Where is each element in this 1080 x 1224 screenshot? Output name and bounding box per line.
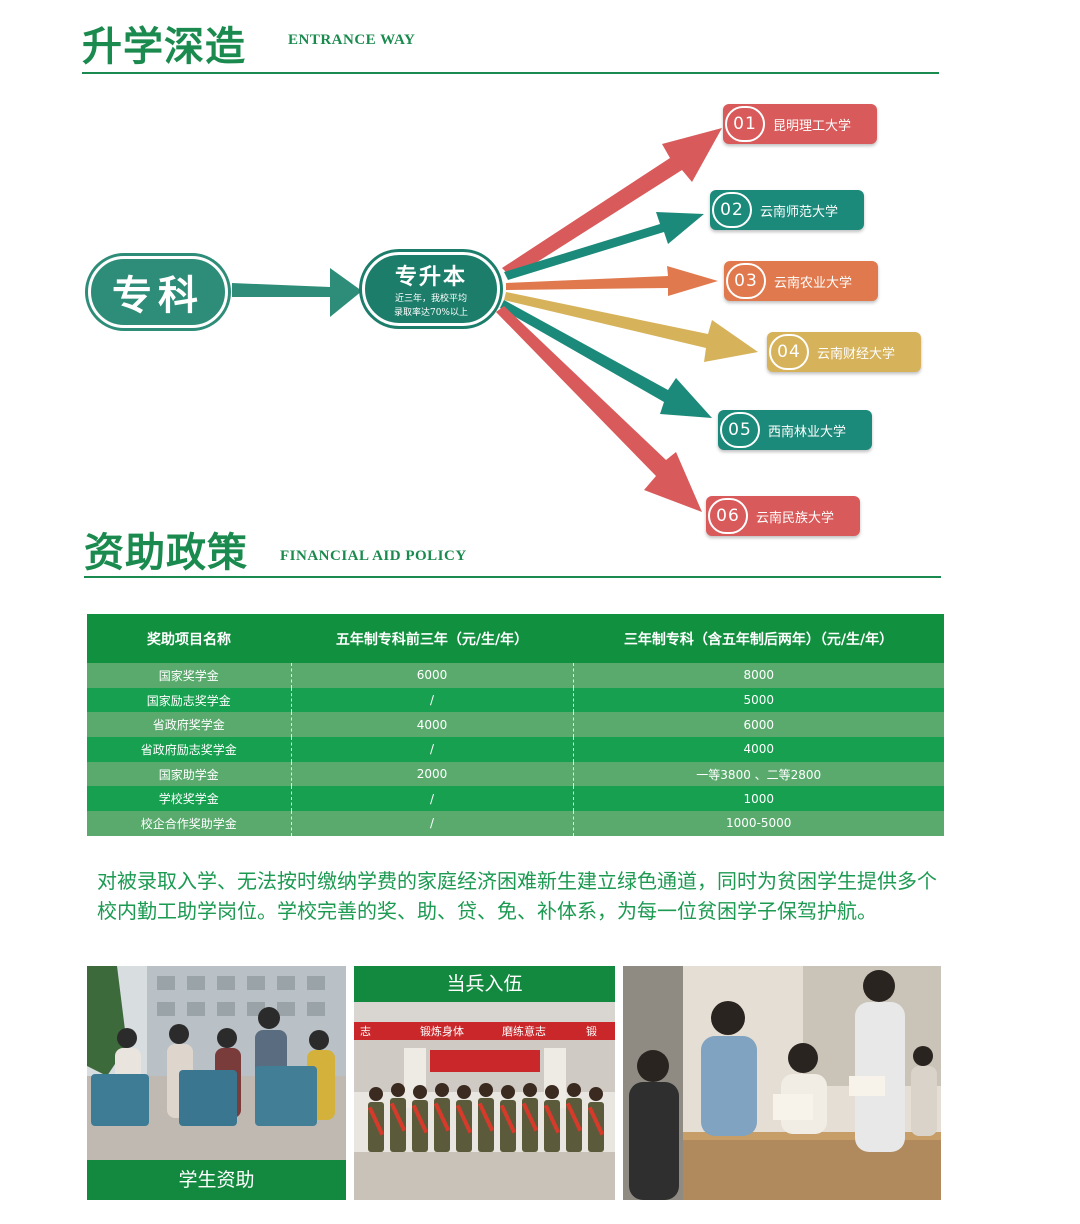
university-number: 06 [708,498,748,534]
student-aid-illustration [87,966,346,1200]
section-title-aid: 资助政策 [84,529,248,576]
table-row: 校企合作奖助学金 / 1000-5000 [87,811,944,836]
university-number: 04 [769,334,809,370]
university-02: 02 云南师范大学 [710,190,864,230]
section-subtitle-aid: FINANCIAL AID POLICY [280,548,467,564]
section-rule-entrance [82,72,939,74]
table-header-row: 奖助项目名称 五年制专科前三年（元/生/年） 三年制专科（含五年制后两年）（元/… [87,614,944,663]
table-header-cell: 三年制专科（含五年制后两年）（元/生/年） [573,614,944,663]
table-cell: / [290,687,573,713]
aid-paragraph: 对被录取入学、无法按时缴纳学费的家庭经济困难新生建立绿色通道，同时为贫困学生提供… [97,869,937,923]
table-row: 国家励志奖学金 / 5000 [87,687,944,713]
table-cell: / [290,811,573,836]
table-header-cell: 奖助项目名称 [87,614,291,663]
university-01: 01 昆明理工大学 [723,104,877,144]
study-illustration [623,966,941,1200]
university-number: 03 [726,263,766,299]
table-cell: 1000 [572,786,944,812]
photo-enlistment: 当兵入伍 志 锻炼身体 磨练意志 锻 [354,966,615,1200]
university-number: 01 [725,106,765,142]
photo-student-aid: 学生资助 [87,966,346,1200]
table-header-cell: 五年制专科前三年（元/生/年） [291,614,573,663]
university-06: 06 云南民族大学 [706,496,860,536]
arrow-04 [504,292,758,362]
university-name: 云南民族大学 [756,510,835,526]
table-cell: 国家奖学金 [87,663,291,688]
section-subtitle-entrance: ENTRANCE WAY [288,32,416,48]
university-05: 05 西南林业大学 [718,410,872,450]
section-rule-aid [84,576,941,578]
banner-word: 磨练意志 [502,1024,546,1038]
table-row: 省政府励志奖学金 / 4000 [87,737,944,762]
table-cell: / [290,786,573,812]
photo-study [623,966,941,1200]
university-name: 云南财经大学 [817,346,896,362]
arrow-start [232,268,362,317]
table-cell: 6000 [572,712,944,738]
table-row: 国家奖学金 6000 8000 [87,663,944,688]
upgrade-note-line1: 近三年，我校平均 [394,294,467,304]
banner-word: 锻 [586,1024,597,1038]
junior-college-node: 专科 [88,256,228,328]
table-row: 省政府奖学金 4000 6000 [87,712,944,738]
flow-arrows [232,128,758,512]
university-name: 云南农业大学 [774,275,853,291]
aid-table: 奖助项目名称 五年制专科前三年（元/生/年） 三年制专科（含五年制后两年）（元/… [87,614,944,836]
table-cell: 校企合作奖助学金 [87,811,291,836]
university-03: 03 云南农业大学 [724,261,878,301]
upgrade-node: 专升本 近三年，我校平均 录取率达70%以上 [362,252,500,326]
table-cell: 国家励志奖学金 [87,687,291,713]
photo-caption-student-aid: 学生资助 [87,1160,346,1200]
table-cell: 6000 [290,663,573,688]
arrow-03 [506,266,718,296]
upgrade-note-line2: 录取率达70%以上 [393,308,468,318]
table-cell: 2000 [290,761,573,787]
table-cell: 省政府奖学金 [87,712,291,738]
arrow-05 [500,300,712,418]
table-row: 国家助学金 2000 一等3800 、二等2800 [87,761,944,787]
banner-word: 锻炼身体 [420,1024,464,1038]
banner-word: 志 [360,1025,371,1038]
upgrade-title: 专升本 [394,264,467,290]
table-cell: 学校奖学金 [87,786,291,812]
table-cell: 1000-5000 [572,811,944,836]
table-row: 学校奖学金 / 1000 [87,786,944,812]
arrow-06 [496,306,702,512]
table-cell: 一等3800 、二等2800 [572,761,944,787]
table-cell: 省政府励志奖学金 [87,737,291,762]
photo-caption-enlistment: 当兵入伍 [354,966,615,1002]
university-name: 西南林业大学 [768,424,847,440]
table-cell: 8000 [572,663,944,688]
university-number: 02 [712,192,752,228]
arrow-02 [504,212,704,280]
university-number: 05 [720,412,760,448]
table-cell: 5000 [572,687,944,713]
table-cell: 4000 [572,737,944,762]
enlistment-illustration: 志 锻炼身体 磨练意志 锻 [354,1002,615,1200]
university-04: 04 云南财经大学 [767,332,921,372]
university-name: 昆明理工大学 [773,118,852,134]
table-cell: / [290,737,573,762]
university-name: 云南师范大学 [760,204,839,220]
table-cell: 国家助学金 [87,761,291,787]
arrow-01 [502,128,722,278]
table-cell: 4000 [290,712,573,738]
section-title-entrance: 升学深造 [82,23,246,70]
